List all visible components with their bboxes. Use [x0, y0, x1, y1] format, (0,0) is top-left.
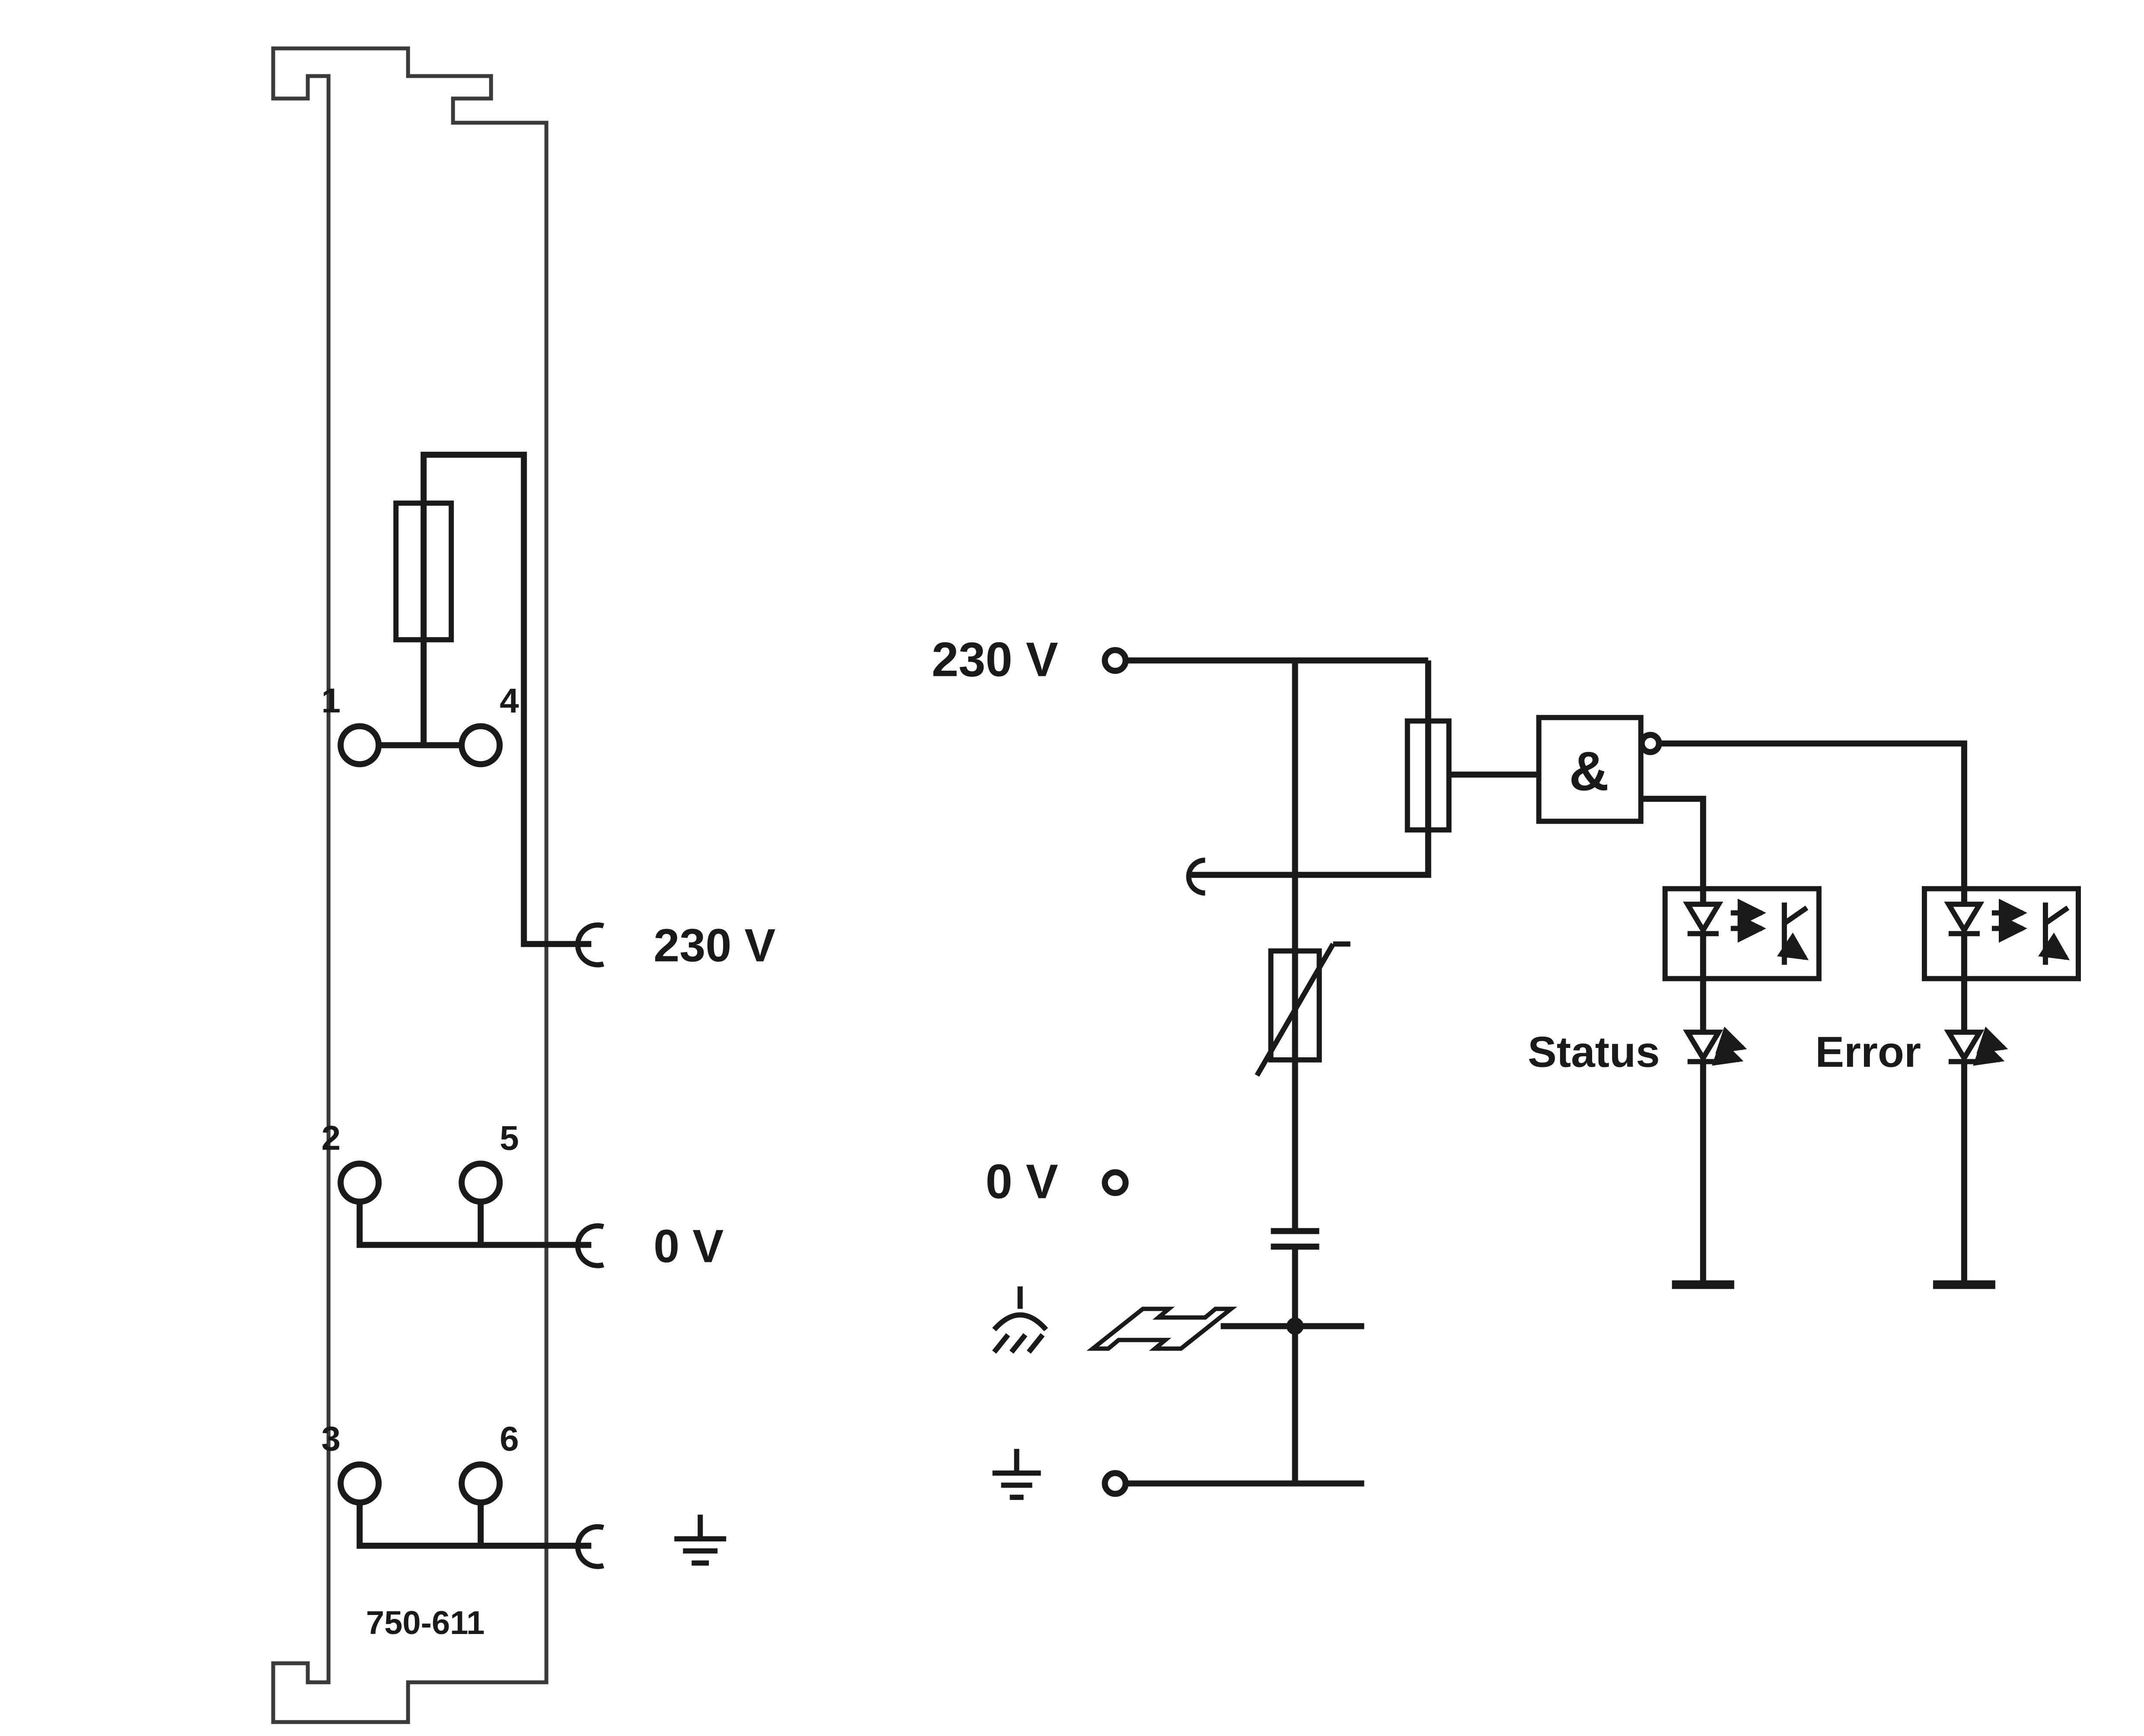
- terminal-2-number: 2: [322, 1119, 341, 1157]
- varistor-diagonal: [1255, 943, 1335, 1077]
- fuse-branch-wire: [1189, 660, 1431, 878]
- error-optocoupler: [1921, 886, 2081, 1032]
- and-gate-label: &: [1569, 740, 1609, 802]
- module-fuse-wire: [421, 452, 592, 947]
- terminal-2-wire: [357, 1201, 592, 1248]
- schematic-0v-terminal: [1102, 1169, 1129, 1196]
- error-led-indicator: Error: [1815, 1026, 2008, 1289]
- terminal-2-contact: [338, 1160, 382, 1205]
- terminal-5-contact: [459, 1160, 503, 1205]
- error-led-emission-arrow-2: [1973, 1038, 2005, 1066]
- and-gate-box: [1536, 715, 1644, 824]
- schematic-230v-label: 230 V: [932, 632, 1058, 686]
- din-rail-icon: [1086, 1306, 1237, 1351]
- chassis-earth-arc: [992, 1312, 1048, 1331]
- error-led-triangle: [1944, 1029, 1985, 1064]
- junction-dot: [1286, 1317, 1304, 1335]
- module-view: 1 4 230 V 2 5 0 V 3 6 750-611: [271, 46, 776, 1724]
- terminal-3-number: 3: [322, 1420, 341, 1458]
- terminal-4-contact: [459, 723, 503, 768]
- chassis-earth-icon: [992, 1286, 1048, 1354]
- status-phototransistor-collector: [1783, 905, 1809, 926]
- module-230v-label: 230 V: [653, 919, 775, 971]
- terminal-1-number: 1: [322, 681, 341, 720]
- terminal-5-number: 5: [500, 1119, 519, 1157]
- status-led-emission-arrow-1: [1715, 1026, 1747, 1054]
- jumper-contact-hook: [1186, 857, 1205, 896]
- status-phototransistor-emitter: [1777, 932, 1809, 960]
- negation-circle: [1638, 732, 1662, 755]
- contact-arc-0v: [575, 1223, 605, 1268]
- error-signal-wire: [1659, 740, 1967, 889]
- status-opto-led-triangle: [1683, 901, 1723, 936]
- terminal-3-contact: [338, 1461, 382, 1506]
- module-0v-label: 0 V: [653, 1220, 723, 1272]
- terminal-4-number: 4: [500, 681, 519, 720]
- internal-schematic: 230 V 0 V: [932, 632, 2081, 1500]
- status-led-indicator: Status: [1528, 1026, 1747, 1289]
- schematic-230v-terminal: [1102, 647, 1129, 674]
- terminal-6-number: 6: [500, 1420, 519, 1458]
- terminal-1-contact: [338, 723, 382, 768]
- status-signal-wire: [1641, 796, 1706, 889]
- terminal-6-contact: [459, 1461, 503, 1506]
- error-led-label: Error: [1815, 1028, 1921, 1076]
- terminal-3-wire: [357, 1502, 592, 1549]
- contact-arc-earth: [575, 1524, 605, 1569]
- error-opto-box: [1921, 886, 2081, 981]
- contact-arc-230v: [575, 922, 605, 968]
- status-opto-box: [1662, 886, 1822, 981]
- schematic-earth-terminal: [1102, 1470, 1129, 1497]
- error-led-emission-arrow-1: [1976, 1026, 2008, 1054]
- earth-ground-bars: [674, 1536, 726, 1566]
- status-led-emission-arrow-2: [1712, 1038, 1744, 1066]
- error-phototransistor-collector: [2044, 905, 2070, 926]
- chassis-earth-hatches: [992, 1333, 1045, 1354]
- earth-ground-bars-2: [992, 1470, 1041, 1500]
- schematic-0v-label: 0 V: [985, 1155, 1058, 1209]
- error-opto-led-triangle: [1944, 901, 1985, 936]
- module-fuse-symbol: [393, 500, 454, 643]
- status-led-label: Status: [1528, 1028, 1660, 1076]
- error-phototransistor-emitter: [2038, 932, 2070, 960]
- earth-ground-icon-2: [992, 1449, 1041, 1500]
- varistor-symbol: [1268, 948, 1322, 1063]
- status-led-triangle: [1683, 1029, 1723, 1064]
- module-outline: [271, 46, 548, 1724]
- status-optocoupler: [1662, 886, 1822, 1032]
- earth-ground-icon: [674, 1514, 726, 1566]
- module-part-number: 750-611: [366, 1605, 485, 1641]
